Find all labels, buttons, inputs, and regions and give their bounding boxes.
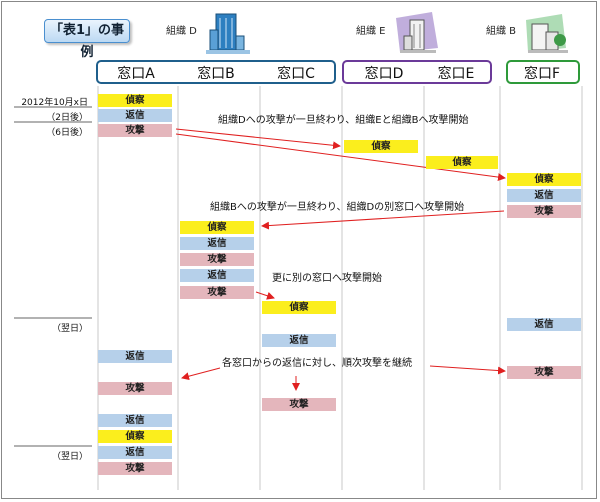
attack-arrow xyxy=(255,291,275,300)
annotation-note: 更に別の窓口へ攻撃開始 xyxy=(272,273,382,284)
step-attack: 攻撃 xyxy=(507,366,581,379)
step-recon: 偵察 xyxy=(98,430,172,443)
window-f: 窓口F xyxy=(523,66,561,82)
attack-arrow xyxy=(181,367,221,381)
step-reply: 返信 xyxy=(98,350,172,363)
step-attack: 攻撃 xyxy=(180,253,254,266)
step-attack: 攻撃 xyxy=(507,205,581,218)
step-recon: 偵察 xyxy=(344,140,418,153)
window-a: 窓口A xyxy=(117,66,155,82)
timeline-date: 2012年10月x日 xyxy=(21,98,88,108)
timeline-date: （翌日） xyxy=(51,324,88,334)
org-b-group xyxy=(506,60,580,84)
org-label-b: 組織 B xyxy=(486,26,517,37)
building-icon xyxy=(206,13,250,54)
step-recon: 偵察 xyxy=(98,94,172,107)
step-attack: 攻撃 xyxy=(262,398,336,411)
attack-arrow xyxy=(429,365,506,375)
step-attack: 攻撃 xyxy=(98,382,172,395)
step-attack: 攻撃 xyxy=(98,462,172,475)
attack-arrow xyxy=(175,133,506,182)
window-b: 窓口B xyxy=(197,66,235,82)
step-reply: 返信 xyxy=(507,189,581,202)
step-attack: 攻撃 xyxy=(180,286,254,299)
org-label-d: 組織 D xyxy=(166,26,197,37)
case-badge: 「表1」の事例 xyxy=(44,19,130,60)
timeline-date: （2日後） xyxy=(46,113,88,123)
building-icon xyxy=(396,12,438,53)
annotation-note: 各窓口からの返信に対し、順次攻撃を継続 xyxy=(222,358,412,369)
timeline-date: （翌日） xyxy=(51,452,88,462)
step-reply: 返信 xyxy=(180,269,254,282)
step-reply: 返信 xyxy=(98,109,172,122)
annotation-note: 組織Dへの攻撃が一旦終わり、組織Eと組織Bへ攻撃開始 xyxy=(218,115,469,126)
step-reply: 返信 xyxy=(180,237,254,250)
timeline-date: （6日後） xyxy=(46,128,88,138)
step-reply: 返信 xyxy=(98,414,172,427)
step-recon: 偵察 xyxy=(180,221,254,234)
attack-arrow xyxy=(261,210,505,230)
step-attack: 攻撃 xyxy=(98,124,172,137)
org-d-group xyxy=(96,60,336,84)
window-c: 窓口C xyxy=(277,66,315,82)
attack-arrow xyxy=(175,128,341,150)
window-d: 窓口D xyxy=(364,66,404,82)
step-reply: 返信 xyxy=(262,334,336,347)
annotation-note: 組織Bへの攻撃が一旦終わり、組織Dの別窓口へ攻撃開始 xyxy=(210,202,465,213)
step-recon: 偵察 xyxy=(426,156,498,169)
step-recon: 偵察 xyxy=(507,173,581,186)
window-e: 窓口E xyxy=(437,66,475,82)
step-reply: 返信 xyxy=(98,446,172,459)
building-icon xyxy=(526,14,568,53)
org-label-e: 組織 E xyxy=(356,26,386,37)
org-e-group xyxy=(342,60,492,84)
step-recon: 偵察 xyxy=(262,301,336,314)
step-reply: 返信 xyxy=(507,318,581,331)
